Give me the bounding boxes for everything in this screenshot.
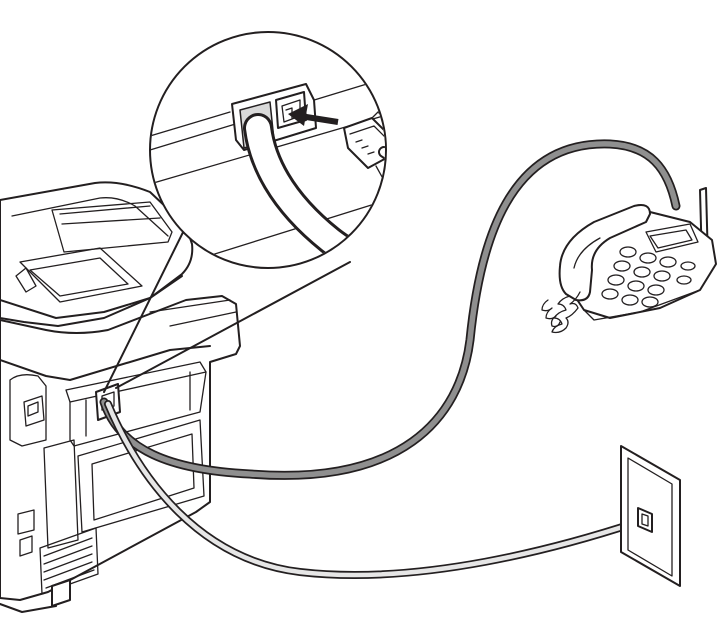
wall-line-cable (104, 400, 648, 579)
vent-grille (39, 527, 99, 595)
keypad (601, 246, 696, 308)
insert-arrow-icon (288, 104, 339, 126)
coiled-cord (551, 291, 581, 334)
telephone-cable (99, 139, 681, 480)
telephone-icon (541, 187, 717, 334)
wall-jack-icon (620, 445, 681, 587)
magnifier-callout-icon (103, 31, 387, 393)
